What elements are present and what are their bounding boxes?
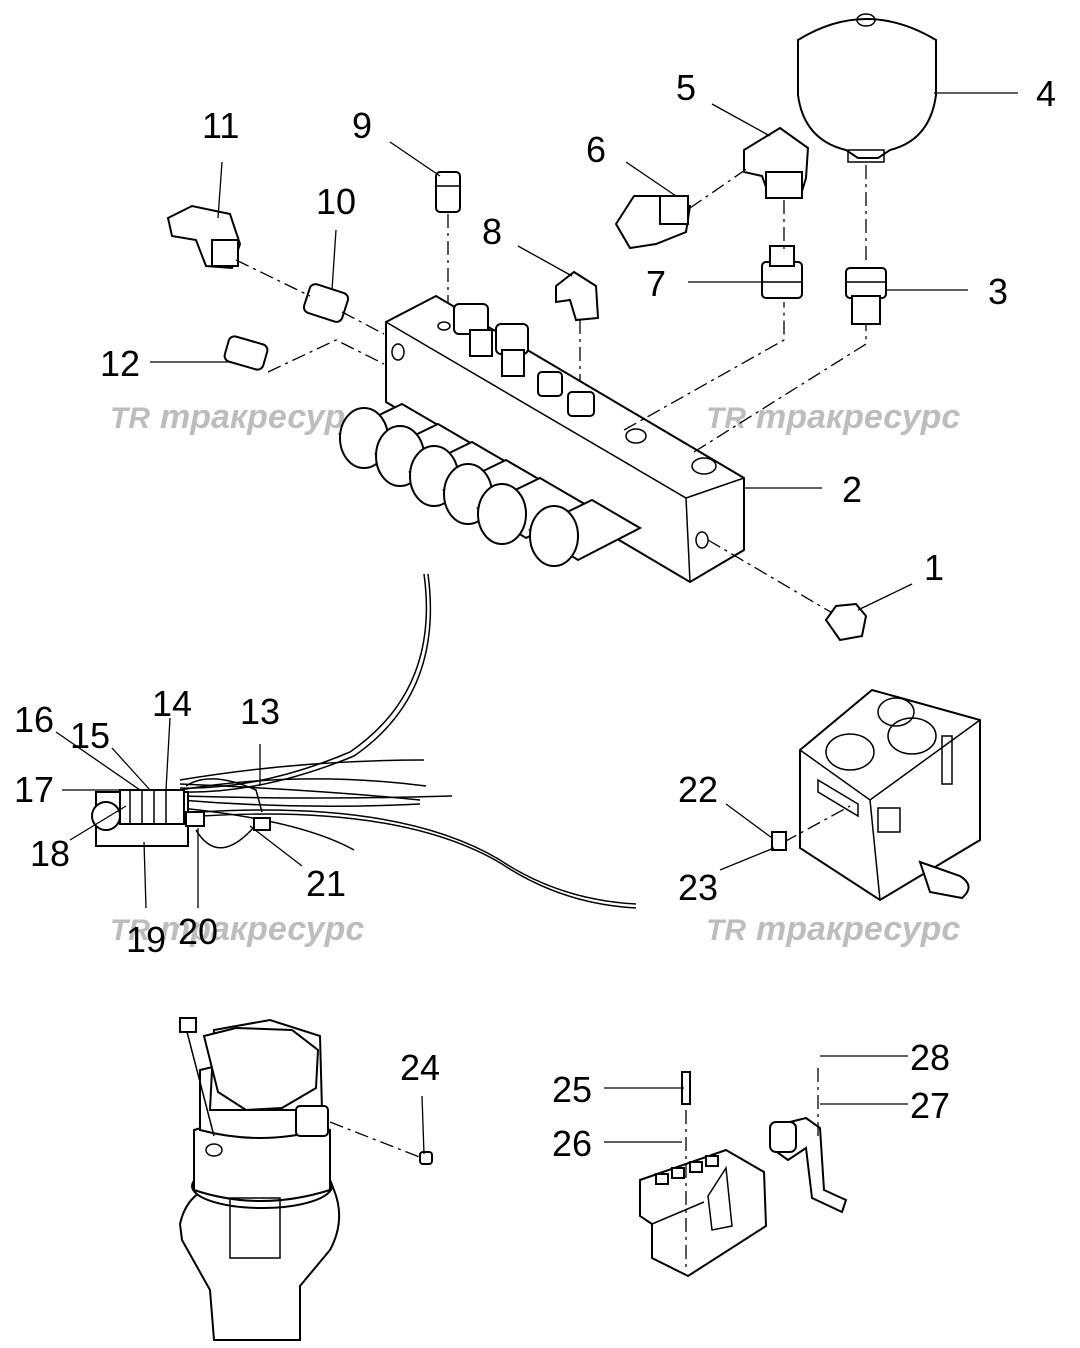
watermark-1: TR тракресурс xyxy=(110,398,364,436)
callout-labels: 1 2 3 4 5 6 7 8 9 10 11 12 13 14 15 16 1… xyxy=(14,67,1056,1164)
centerline-11 xyxy=(235,259,311,297)
fitting-24-part xyxy=(419,1151,433,1165)
solenoid-coils xyxy=(337,402,643,567)
callout-17: 17 xyxy=(14,769,54,810)
centerline-7-block xyxy=(623,302,785,431)
callout-25: 25 xyxy=(552,1069,592,1110)
callout-9: 9 xyxy=(352,105,372,146)
centerline-10 xyxy=(341,311,385,335)
elbow-5-part xyxy=(743,126,810,199)
centerline-24 xyxy=(329,1121,423,1159)
accumulator-part xyxy=(797,13,937,163)
centerline-6-5 xyxy=(689,167,749,209)
callout-3: 3 xyxy=(988,271,1008,312)
callout-8: 8 xyxy=(482,211,502,252)
watermark-3: TR тракресурс xyxy=(110,910,364,948)
callout-10: 10 xyxy=(316,181,356,222)
wiring-harness xyxy=(91,573,637,909)
callout-16: 16 xyxy=(14,699,54,740)
bracket-left-part xyxy=(639,1148,768,1278)
tee-11-part xyxy=(166,204,242,270)
callout-1: 1 xyxy=(924,547,944,588)
callout-4: 4 xyxy=(1036,73,1056,114)
callout-26: 26 xyxy=(552,1123,592,1164)
watermark-logo: TR xyxy=(706,402,746,435)
watermark-text: тракресурс xyxy=(160,910,364,948)
hydraulic-tank-part xyxy=(799,688,981,902)
swing-motor-part xyxy=(178,1017,341,1341)
fitting-12-part xyxy=(223,335,269,371)
clip-22-23-part xyxy=(771,831,787,851)
centerline-3-block xyxy=(693,324,867,453)
watermark-text: тракресурс xyxy=(756,398,960,436)
callout-20: 20 xyxy=(178,911,218,952)
plug-1-part xyxy=(824,602,868,642)
centerline-12 xyxy=(267,339,385,373)
fitting-10-part xyxy=(302,283,350,323)
callout-14: 14 xyxy=(152,683,192,724)
leader-lines xyxy=(55,92,1018,1155)
centerline-22-23 xyxy=(783,805,851,843)
callout-2: 2 xyxy=(842,469,862,510)
watermark-2: TR тракресурс xyxy=(706,398,960,436)
callout-15: 15 xyxy=(70,715,110,756)
callout-7: 7 xyxy=(646,263,666,304)
elbow-8-part xyxy=(555,270,600,322)
callout-18: 18 xyxy=(30,833,70,874)
watermark-logo: TR xyxy=(706,914,746,947)
valve-block-part xyxy=(337,294,745,584)
callout-11: 11 xyxy=(202,105,239,146)
callout-23: 23 xyxy=(678,867,718,908)
bracket-right-part xyxy=(769,1116,848,1214)
callout-28: 28 xyxy=(910,1037,950,1078)
adapter-6-part xyxy=(614,195,692,250)
callout-6: 6 xyxy=(586,129,606,170)
watermark-text: тракресурс xyxy=(756,910,960,948)
centerline-plug xyxy=(707,539,835,615)
callout-27: 27 xyxy=(910,1085,950,1126)
fitting-7-part xyxy=(761,245,803,299)
callout-13: 13 xyxy=(240,691,280,732)
callout-21: 21 xyxy=(306,863,346,904)
callout-12: 12 xyxy=(100,343,140,384)
callout-22: 22 xyxy=(678,769,718,810)
callout-19: 19 xyxy=(126,919,166,960)
watermark-logo: TR xyxy=(110,914,150,947)
fitting-9-part xyxy=(435,171,461,213)
fitting-3-part xyxy=(845,267,887,325)
callout-24: 24 xyxy=(400,1047,440,1088)
callout-5: 5 xyxy=(676,67,696,108)
watermark-logo: TR xyxy=(110,402,150,435)
watermark-4: TR тракресурс xyxy=(706,910,960,948)
watermark-text: тракресурс xyxy=(160,398,364,436)
